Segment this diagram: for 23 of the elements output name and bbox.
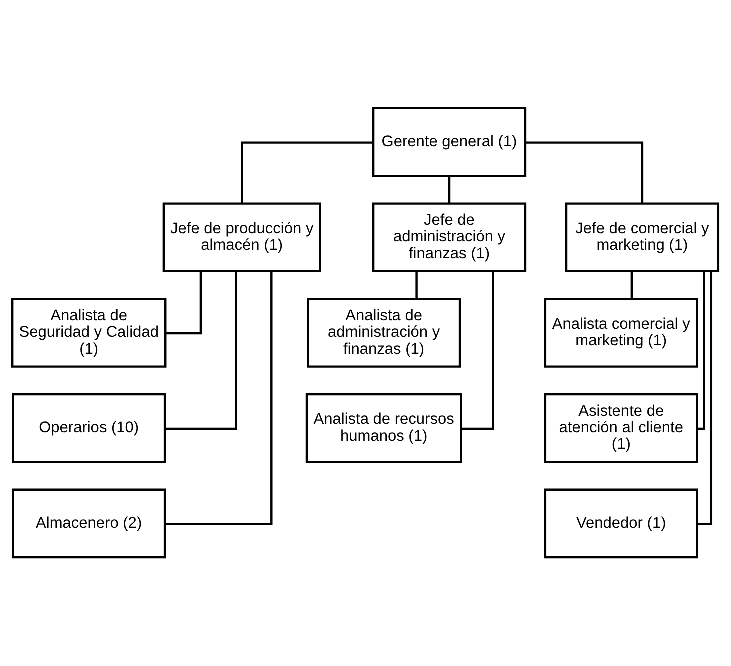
connector — [526, 142, 644, 204]
connector — [630, 272, 634, 299]
connector — [448, 176, 451, 204]
node-box: Jefe de comercial y marketing (1) — [565, 202, 720, 273]
node-box: Operarios (10) — [12, 393, 166, 464]
node-box: Asistente de atención al cliente (1) — [544, 393, 698, 464]
connector — [416, 272, 418, 299]
node-box: Analista de Seguridad y Calidad (1) — [11, 298, 167, 368]
connector — [698, 272, 706, 430]
connector — [165, 272, 238, 430]
node-box: Analista de recursos humanos (1) — [306, 393, 462, 464]
connector — [241, 142, 374, 204]
connector — [166, 272, 202, 335]
node-box: Vendedor (1) — [544, 488, 698, 559]
connector — [165, 272, 273, 526]
node-box: Gerente general (1) — [372, 107, 527, 178]
node-box: Jefe de producción y almacén (1) — [162, 202, 322, 273]
node-box: Jefe de administración y finanzas (1) — [372, 202, 527, 273]
node-box: Analista de administración y finanzas (1) — [307, 298, 462, 368]
node-box: Almacenero (2) — [12, 488, 166, 559]
node-box: Analista comercial y marketing (1) — [544, 298, 698, 368]
connector — [461, 272, 494, 430]
connector — [698, 272, 713, 526]
